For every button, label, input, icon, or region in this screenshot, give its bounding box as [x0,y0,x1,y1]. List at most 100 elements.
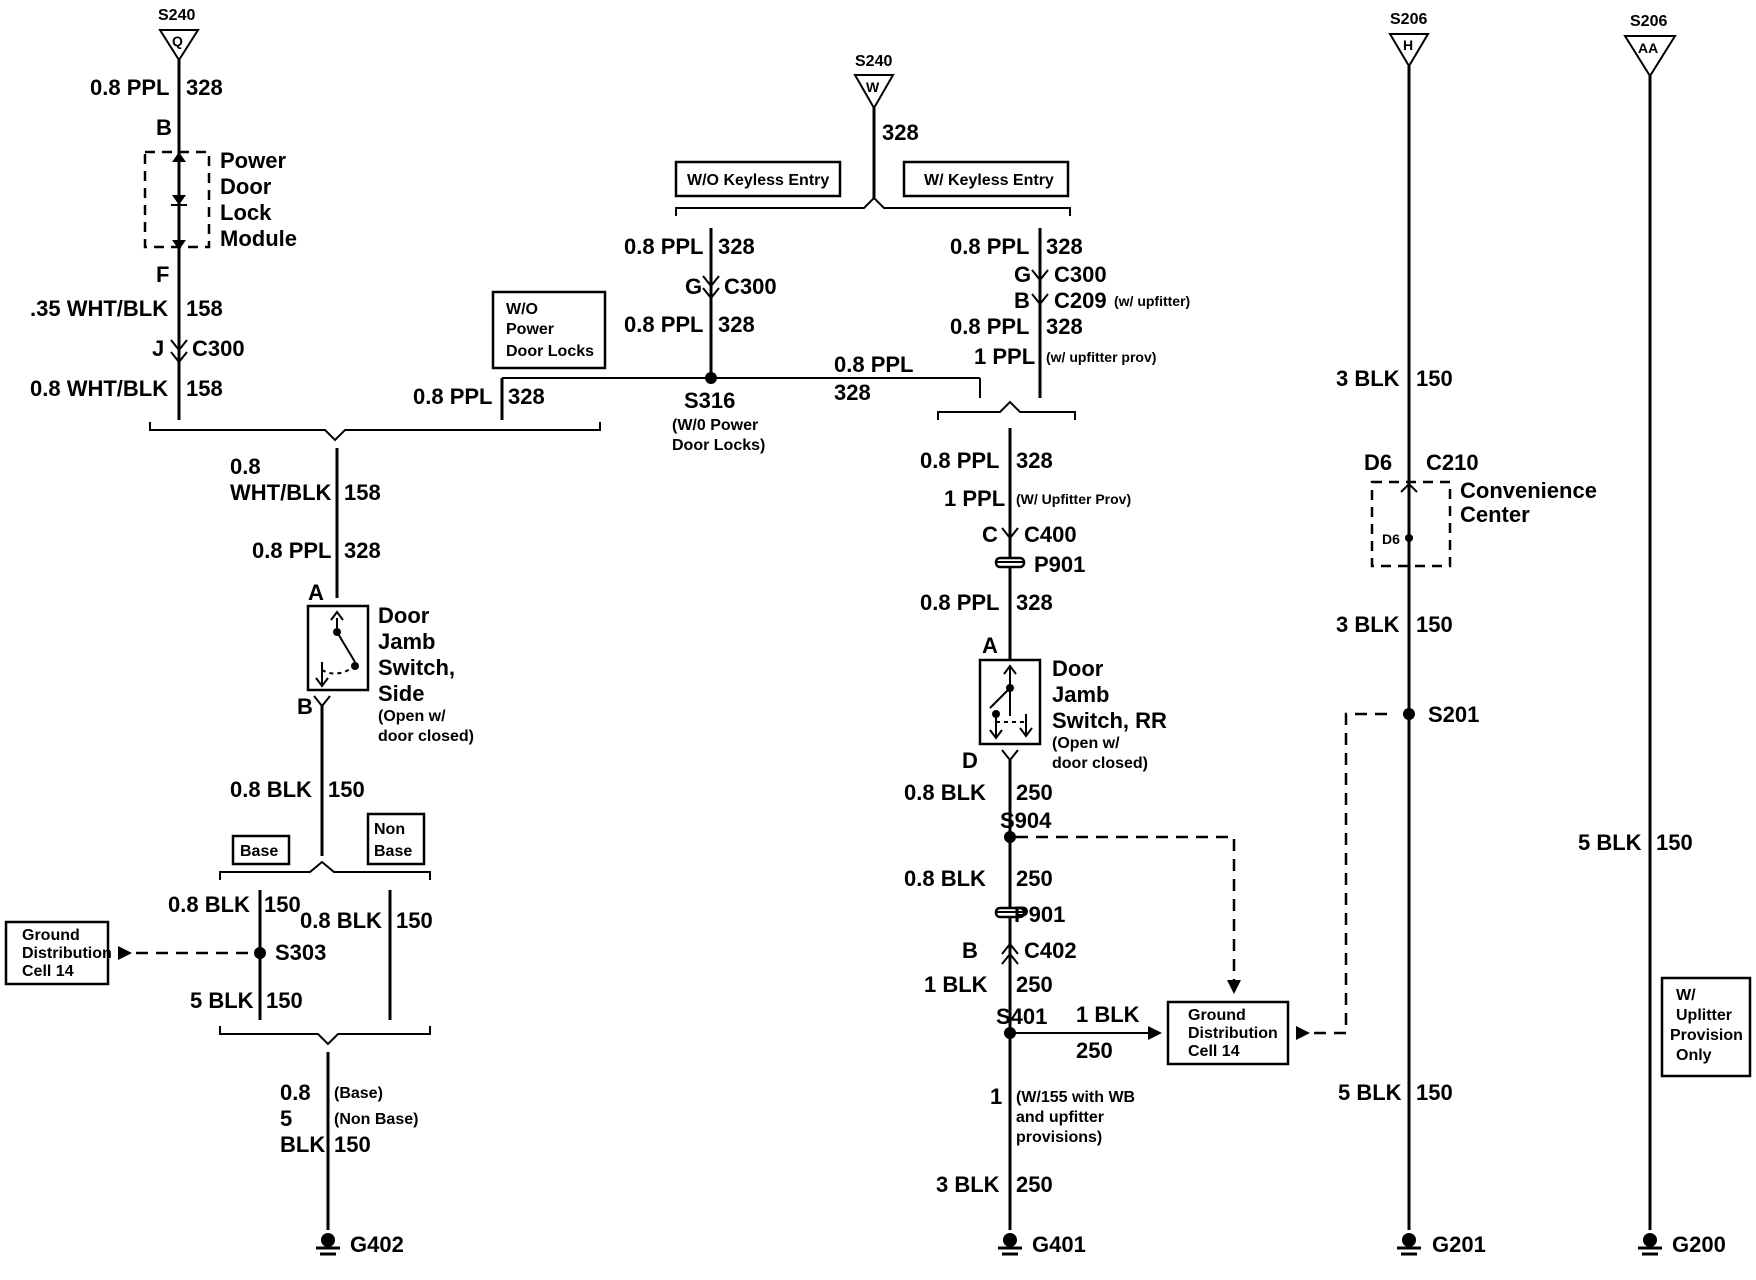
wire-size: 0.8 [230,454,261,479]
wire-size: 0.8 WHT/BLK [30,376,168,401]
wire-circuit: 328 [1046,314,1083,339]
conn-pin: C [982,522,998,547]
feed-splice-label: S206 [1630,13,1667,30]
wo-keyless-label: W/O Keyless Entry [687,172,829,189]
wire-size: 0.8 PPL [950,234,1029,259]
wire-circuit: 328 [1016,448,1053,473]
pass-through-label: P901 [1034,552,1085,577]
option-bracket [937,400,1076,420]
wire-circuit: 150 [328,777,365,802]
pass-through-label: P901 [1014,902,1065,927]
wire-circuit: 250 [1016,1172,1053,1197]
box-line: W/O [506,301,538,318]
wire-size: 0.8 PPL [413,384,492,409]
base-box [231,834,291,866]
splice-label: S303 [275,940,326,965]
wire-circuit: 150 [1416,612,1453,637]
w-keyless-entry-box [902,160,1070,198]
splice-label: S201 [1428,702,1479,727]
switch-note-1: (Open w/ [378,708,446,725]
wire-size: 3 BLK [936,1172,1000,1197]
wire-circuit: 150 [1416,1080,1453,1105]
wire-circuit: 328 [508,384,545,409]
center-label-1: Convenience [1460,478,1597,503]
gd-box-line: Cell 14 [1188,1043,1240,1060]
wire-note: (W/155 with WB [1016,1089,1135,1106]
gd-box-line: Ground [1188,1007,1246,1024]
wire-note: provisions) [1016,1129,1102,1146]
wire-size: 0.8 BLK [300,908,382,933]
gd-box-line: Distribution [22,945,112,962]
feed-pin-label: Q [172,33,183,49]
wire-note: (w/ upfitter prov) [1046,349,1156,365]
switch-note-2: door closed) [378,728,474,745]
module-label-4: Module [220,226,297,251]
upfitter-box-line: Provision [1670,1027,1743,1044]
wire-size: 0.8 PPL [624,234,703,259]
wire-circuit: 328 [186,75,223,100]
wire-size: 5 BLK [190,988,254,1013]
connector-c300: C300 [724,274,777,299]
connector-c210: C210 [1426,450,1479,475]
wire-size: 5 BLK [1338,1080,1402,1105]
pin-label: A [982,633,998,658]
feed-triangle [1388,33,1430,68]
module-label-1: Power [220,148,286,173]
conn-pin: B [962,938,978,963]
wire-size: 0.8 BLK [904,866,986,891]
base-box-label: Base [240,843,278,860]
wo-keyless-entry-box [674,160,842,198]
gd-box-line: Distribution [1188,1025,1278,1042]
non-base-box-label: Non [374,821,405,838]
wire-circuit: 328 [834,380,871,405]
wire-circuit: 328 [882,120,919,145]
pin-label: F [156,262,169,287]
switch-label-4: Side [378,681,424,706]
center-label-2: Center [1460,502,1530,527]
wire-size: 0.8 BLK [168,892,250,917]
wire-circuit: 250 [1076,1038,1113,1063]
non-base-box-label: Base [374,843,412,860]
wire-circuit: 328 [1046,234,1083,259]
wire-size: 1 PPL [974,344,1035,369]
gd-box-line: Cell 14 [22,963,74,980]
wire-circuit: 158 [186,376,223,401]
wire-size: 0.8 PPL [950,314,1029,339]
switch-label-2: Jamb [378,629,435,654]
wire-size: 0.8 PPL [920,590,999,615]
connector-c402: C402 [1024,938,1077,963]
upfitter-provision-box [1660,976,1752,1078]
ground-g201: G201 [1432,1232,1486,1257]
feed-pin-label: AA [1638,40,1658,56]
ground-distribution-box [1166,1000,1290,1066]
splice-s303 [254,947,266,959]
wire-size: 5 BLK [1578,830,1642,855]
wire-size: 0.8 PPL [920,448,999,473]
wire-circuit: 250 [1016,866,1053,891]
upfitter-box-line: Uplitter [1676,1007,1732,1024]
wire-size: 0.8 PPL [834,352,913,377]
splice-label: S904 [1000,808,1052,833]
switch-label-3: Switch, RR [1052,708,1167,733]
switch-note-1: (Open w/ [1052,735,1120,752]
wire-circuit: 158 [186,296,223,321]
wire-circuit: 328 [718,234,755,259]
wire-size: WHT/BLK [230,480,332,505]
right-branch-a: S206 H 3 BLK 150 D6 C210 D6 Convenience … [1336,11,1597,1257]
option-bracket [675,196,1071,216]
wire-circuit: 150 [264,892,301,917]
wire-note: and upfitter [1016,1109,1104,1126]
wo-power-door-locks-box [491,290,607,370]
feed-splice-label: S206 [1390,11,1427,28]
wire-circuit: 150 [266,988,303,1013]
switch-label-1: Door [378,603,430,628]
inner-pin: D6 [1382,531,1400,547]
wire-size: 1 BLK [924,972,988,997]
wire-size: 3 BLK [1336,366,1400,391]
pin-label: B [297,694,313,719]
wire-size: 1 PPL [944,486,1005,511]
connector-note: (w/ upfitter) [1114,293,1190,309]
wire-circuit: 150 [334,1132,371,1157]
option-bracket [219,1026,431,1046]
